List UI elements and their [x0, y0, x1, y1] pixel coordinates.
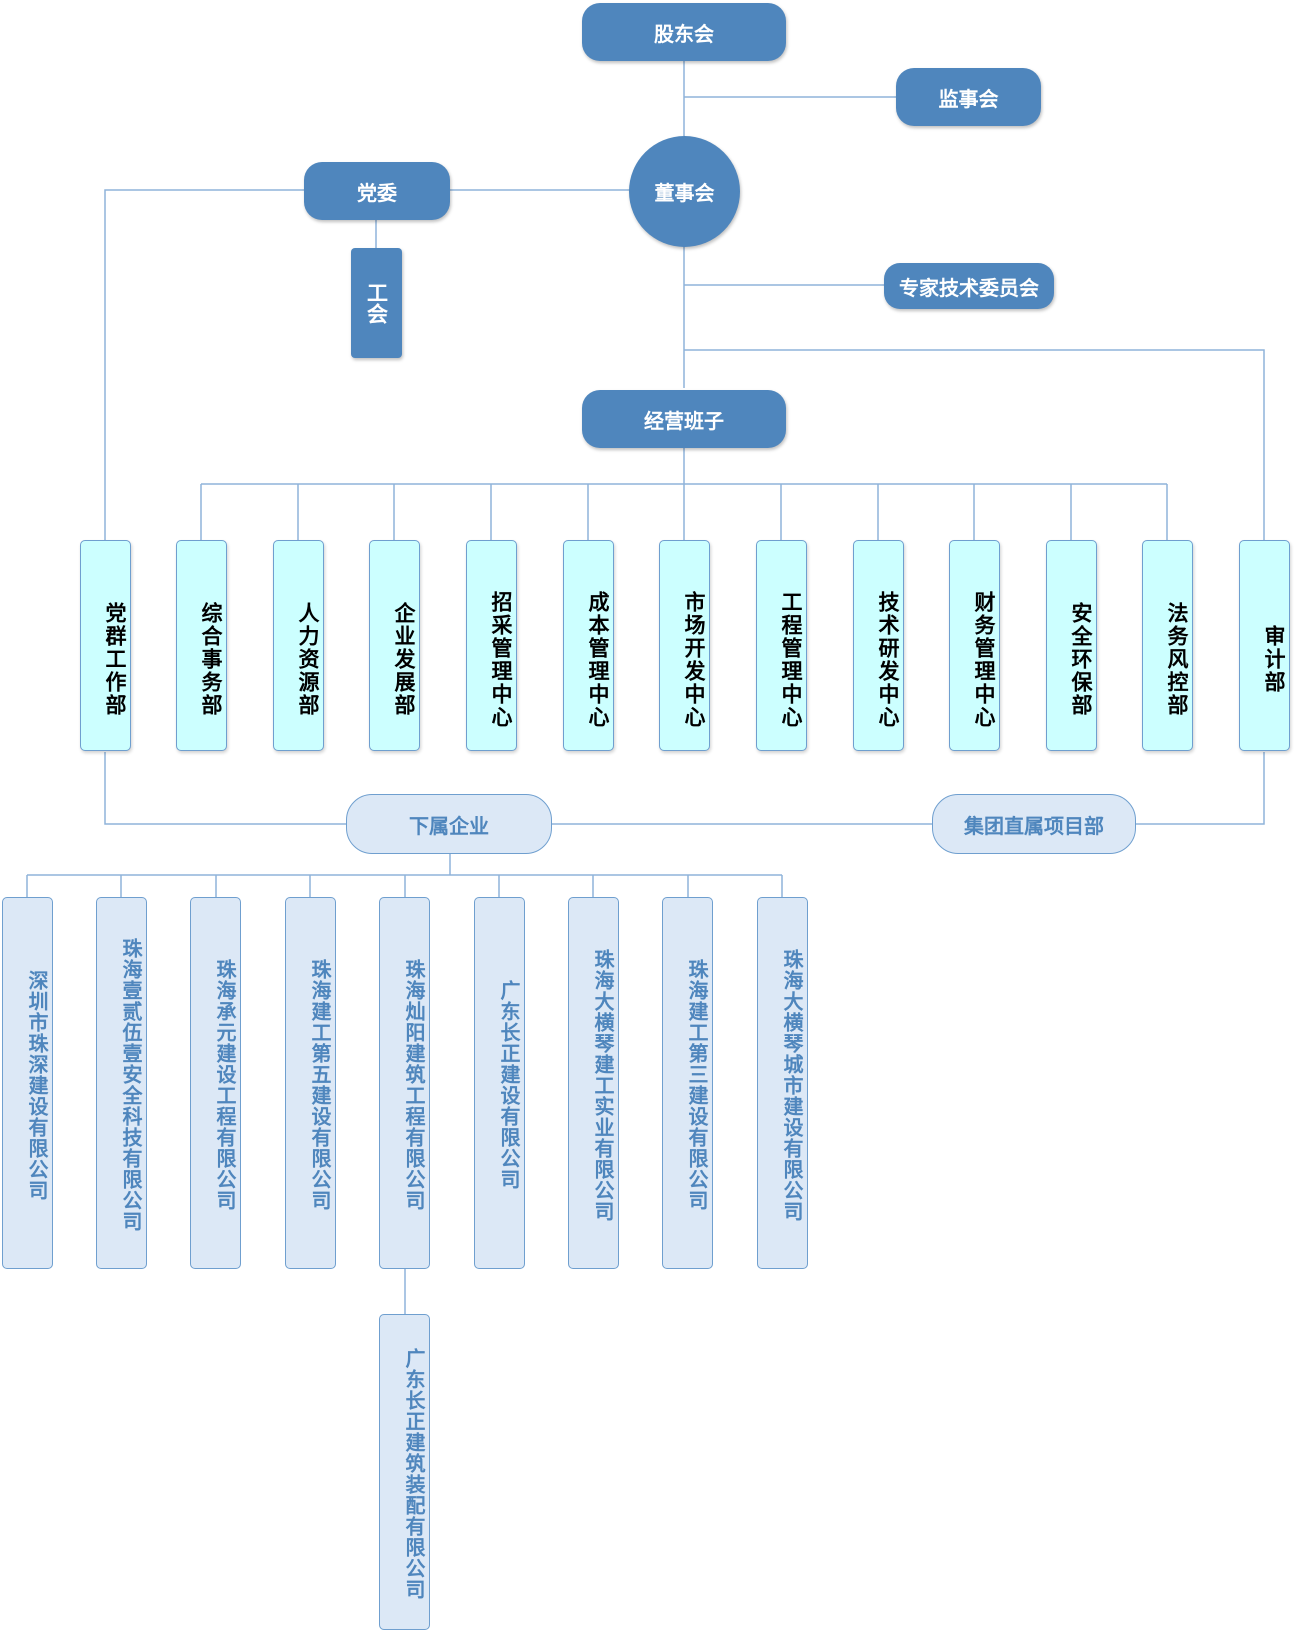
dept-safety-environment: 安全环保部 [1046, 540, 1097, 751]
company-changzheng: 广东长正建设有限公司 [474, 897, 525, 1269]
dept-cost-management: 成本管理中心 [563, 540, 614, 751]
dept-rnd: 技术研发中心 [853, 540, 904, 751]
company-hengqin-industry: 珠海大横琴建工实业有限公司 [568, 897, 619, 1269]
management-node: 经营班子 [582, 390, 786, 448]
company-canyang: 珠海灿阳建筑工程有限公司 [379, 897, 430, 1269]
dept-general-affairs: 综合事务部 [176, 540, 227, 751]
connector-company-drops [26, 875, 783, 897]
dept-market-development: 市场开发中心 [659, 540, 710, 751]
board-node: 董事会 [629, 136, 740, 247]
supervisors-node: 监事会 [896, 68, 1041, 126]
dept-human-resources: 人力资源部 [273, 540, 324, 751]
projects-node: 集团直属项目部 [932, 794, 1136, 854]
connector-dept-drops [200, 484, 1168, 540]
connector-audit-projects [1136, 752, 1265, 825]
company-zhushen: 深圳市珠深建设有限公司 [2, 897, 53, 1269]
company-fifth-construction: 珠海建工第五建设有限公司 [285, 897, 336, 1269]
company-changzheng-prefab: 广东长正建筑装配有限公司 [379, 1314, 430, 1630]
dept-engineering: 工程管理中心 [756, 540, 807, 751]
connector-party-dept [104, 189, 304, 540]
connector-party-subsidiaries [104, 752, 346, 825]
experts-node: 专家技术委员会 [884, 263, 1054, 309]
company-hengqin-city: 珠海大横琴城市建设有限公司 [757, 897, 808, 1269]
subsidiaries-node: 下属企业 [346, 794, 552, 854]
dept-legal-risk: 法务风控部 [1142, 540, 1193, 751]
dept-procurement: 招采管理中心 [466, 540, 517, 751]
shareholders-node: 股东会 [582, 3, 786, 61]
company-chengyuan: 珠海承元建设工程有限公司 [190, 897, 241, 1269]
party-node: 党委 [304, 162, 450, 220]
dept-party-work: 党群工作部 [80, 540, 131, 751]
dept-finance: 财务管理中心 [949, 540, 1000, 751]
dept-enterprise-development: 企业发展部 [369, 540, 420, 751]
company-third-construction: 珠海建工第三建设有限公司 [662, 897, 713, 1269]
company-1251-safety: 珠海壹贰伍壹安全科技有限公司 [96, 897, 147, 1269]
dept-audit: 审计部 [1239, 540, 1290, 751]
connector-audit [684, 349, 1265, 540]
union-node: 工会 [351, 248, 402, 358]
